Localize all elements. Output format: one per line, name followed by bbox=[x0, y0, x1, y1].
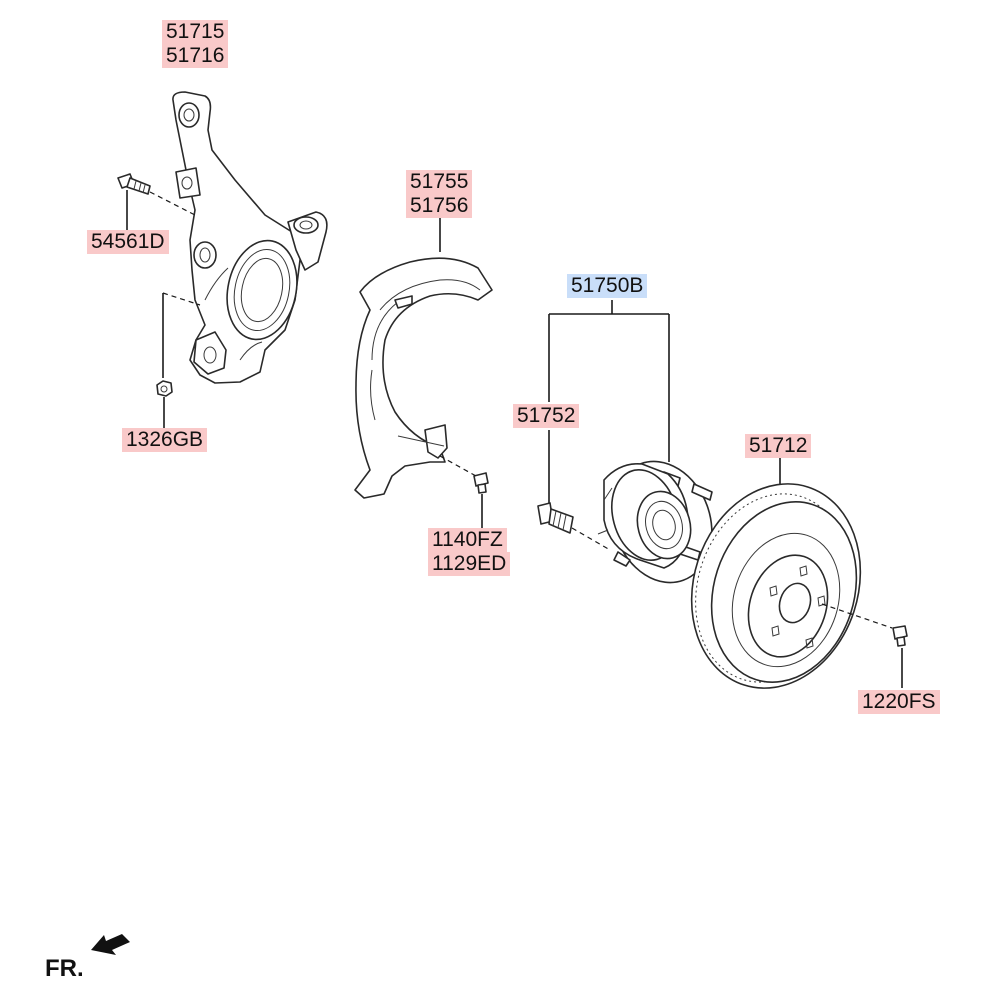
callout-1326GB[interactable]: 1326GB bbox=[122, 428, 208, 452]
dust-shield[interactable] bbox=[354, 257, 493, 499]
steering-knuckle[interactable] bbox=[172, 91, 328, 384]
callout-51750B[interactable]: 51750B bbox=[567, 274, 648, 298]
knuckle-bolt[interactable] bbox=[117, 173, 151, 195]
front-direction-arrow-icon bbox=[91, 934, 130, 955]
callout-51755[interactable]: 51755 bbox=[406, 170, 473, 194]
callout-51716[interactable]: 51716 bbox=[162, 44, 229, 68]
callout-51756[interactable]: 51756 bbox=[406, 194, 473, 218]
front-direction-label: FR. bbox=[45, 955, 84, 982]
callout-1129ED[interactable]: 1129ED bbox=[428, 552, 511, 576]
brake-disc[interactable] bbox=[666, 462, 886, 710]
callout-51752[interactable]: 51752 bbox=[513, 404, 580, 428]
wheel-hub-bearing[interactable] bbox=[596, 447, 729, 596]
callout-1220FS[interactable]: 1220FS bbox=[858, 690, 940, 714]
callout-1140FZ[interactable]: 1140FZ bbox=[428, 528, 507, 552]
shield-screw[interactable] bbox=[473, 472, 489, 494]
callout-54561D[interactable]: 54561D bbox=[87, 230, 169, 254]
callout-51712[interactable]: 51712 bbox=[745, 434, 812, 458]
hub-bolt[interactable] bbox=[537, 502, 574, 534]
disc-screw[interactable] bbox=[892, 625, 908, 647]
knuckle-nut[interactable] bbox=[156, 380, 173, 397]
callout-51715[interactable]: 51715 bbox=[162, 20, 229, 44]
